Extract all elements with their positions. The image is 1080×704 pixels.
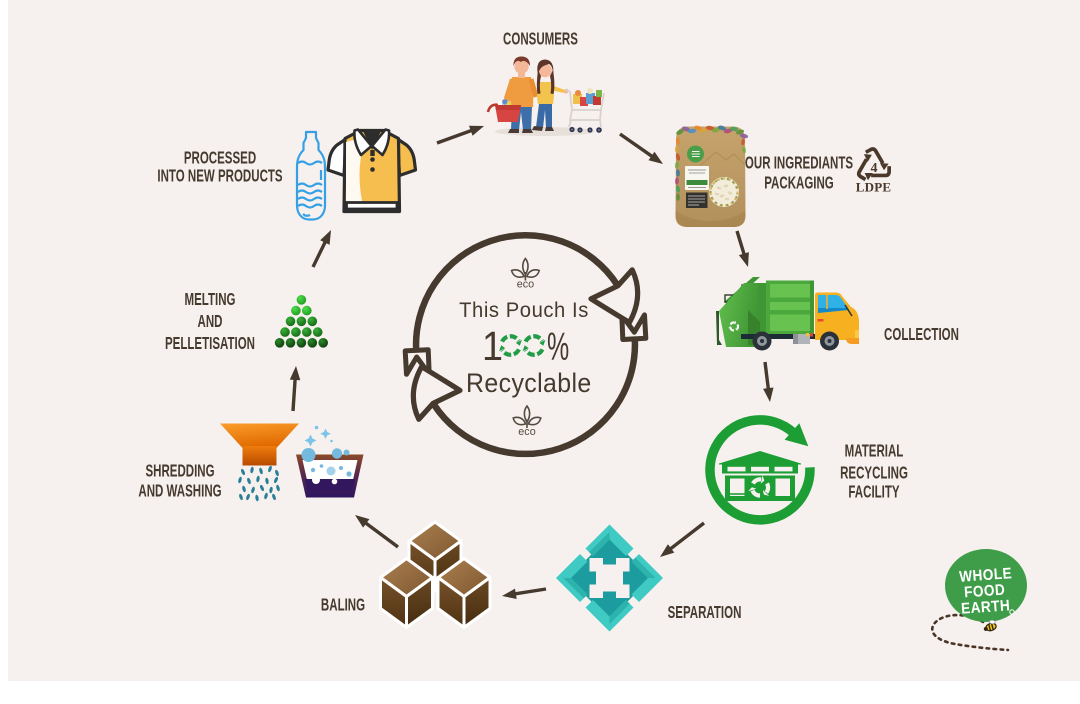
svg-text:SHREDDING: SHREDDING bbox=[145, 461, 214, 481]
svg-text:BALING: BALING bbox=[321, 595, 365, 615]
svg-text:eco: eco bbox=[517, 279, 534, 291]
svg-text:INTO NEW PRODUCTS: INTO NEW PRODUCTS bbox=[157, 166, 282, 186]
svg-text:Recyclable: Recyclable bbox=[466, 369, 592, 398]
svg-text:FACILITY: FACILITY bbox=[848, 482, 899, 502]
svg-text:1: 1 bbox=[482, 324, 503, 370]
svg-text:RECYCLING: RECYCLING bbox=[840, 463, 908, 483]
svg-text:OUR INGREDIANTS: OUR INGREDIANTS bbox=[745, 153, 853, 173]
svg-text:%: % bbox=[547, 324, 569, 368]
svg-text:SEPARATION: SEPARATION bbox=[668, 603, 742, 623]
svg-text:PACKAGING: PACKAGING bbox=[764, 173, 834, 193]
svg-text:FOOD: FOOD bbox=[964, 582, 1006, 602]
svg-text:LDPE: LDPE bbox=[856, 180, 891, 195]
svg-text:EARTH: EARTH bbox=[961, 598, 1011, 618]
svg-text:PROCESSED: PROCESSED bbox=[184, 148, 256, 168]
svg-text:AND: AND bbox=[198, 312, 223, 332]
svg-text:MATERIAL: MATERIAL bbox=[845, 441, 904, 461]
svg-text:eco: eco bbox=[518, 426, 535, 438]
svg-text:COLLECTION: COLLECTION bbox=[884, 325, 959, 345]
svg-text:MELTING: MELTING bbox=[185, 290, 236, 310]
svg-text:AND WASHING: AND WASHING bbox=[138, 481, 221, 501]
svg-text:This Pouch Is: This Pouch Is bbox=[459, 298, 589, 322]
svg-text:4: 4 bbox=[871, 161, 878, 176]
svg-text:PELLETISATION: PELLETISATION bbox=[165, 334, 255, 354]
svg-text:WHOLE: WHOLE bbox=[959, 565, 1013, 586]
svg-text:CONSUMERS: CONSUMERS bbox=[503, 29, 578, 49]
